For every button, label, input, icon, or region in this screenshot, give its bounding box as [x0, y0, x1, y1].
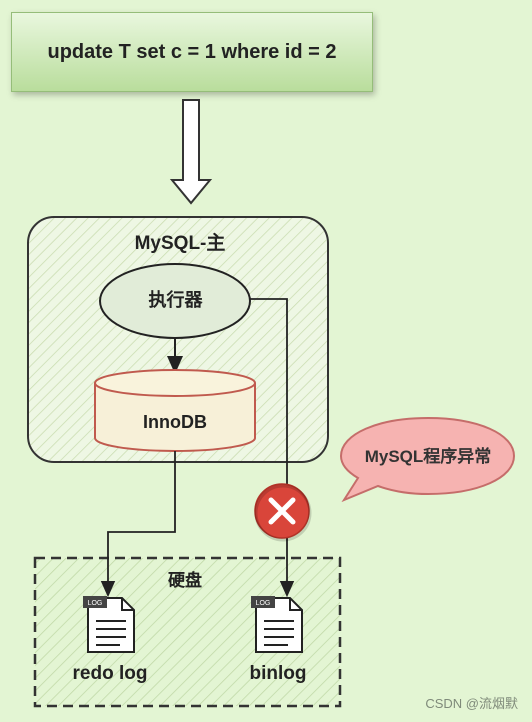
- redo-log-file-icon: [83, 596, 135, 653]
- redo-log-icon-tag: LOG: [88, 600, 103, 607]
- disk-title: 硬盘: [168, 571, 202, 590]
- innodb-to-redolog-line: [100, 451, 176, 598]
- error-bubble-text: MySQL程序异常: [364, 447, 492, 466]
- flow-down-arrow: [169, 99, 213, 205]
- watermark: CSDN @流烟默: [425, 696, 518, 711]
- binlog-file-icon: [251, 596, 303, 653]
- executor-label: 执行器: [148, 290, 203, 310]
- sql-statement-box: update T set c = 1 where id = 2: [11, 12, 373, 92]
- innodb-label: InnoDB: [143, 412, 207, 432]
- mysql-container-title: MySQL-主: [134, 233, 226, 254]
- redo-log-label: redo log: [72, 663, 148, 684]
- binlog-label: binlog: [249, 663, 307, 684]
- innodb-cylinder: [94, 369, 256, 452]
- executor-node: [99, 263, 251, 339]
- binlog-icon-tag: LOG: [256, 600, 271, 607]
- error-x-icon: [254, 483, 312, 542]
- sql-statement-text: update T set c = 1 where id = 2: [47, 40, 337, 63]
- error-speech-bubble: [339, 416, 516, 503]
